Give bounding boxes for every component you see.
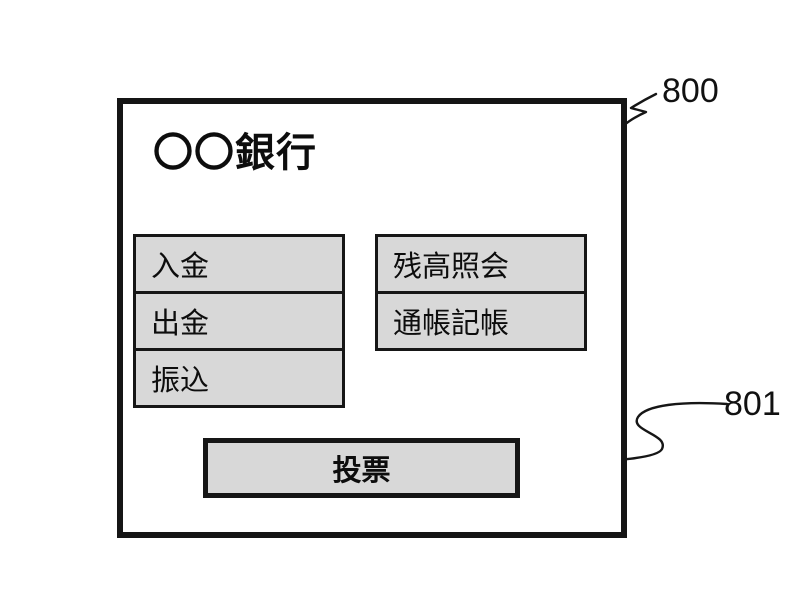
left-button-stack: 入金 出金 振込 bbox=[133, 234, 345, 408]
passbook-entry-button[interactable]: 通帳記帳 bbox=[375, 291, 587, 351]
transfer-button[interactable]: 振込 bbox=[133, 348, 345, 408]
reference-numeral-801: 801 bbox=[724, 385, 781, 423]
vote-button[interactable]: 投票 bbox=[203, 438, 520, 498]
atm-screen-box: 〇〇銀行 入金 出金 振込 残高照会 通帳記帳 投票 bbox=[117, 98, 627, 538]
bank-title: 〇〇銀行 bbox=[153, 131, 317, 175]
reference-numeral-800: 800 bbox=[662, 72, 719, 110]
withdrawal-button[interactable]: 出金 bbox=[133, 291, 345, 351]
deposit-button[interactable]: 入金 bbox=[133, 234, 345, 294]
balance-inquiry-button[interactable]: 残高照会 bbox=[375, 234, 587, 294]
leader-line-800 bbox=[621, 92, 658, 128]
right-button-stack: 残高照会 通帳記帳 bbox=[375, 234, 587, 351]
